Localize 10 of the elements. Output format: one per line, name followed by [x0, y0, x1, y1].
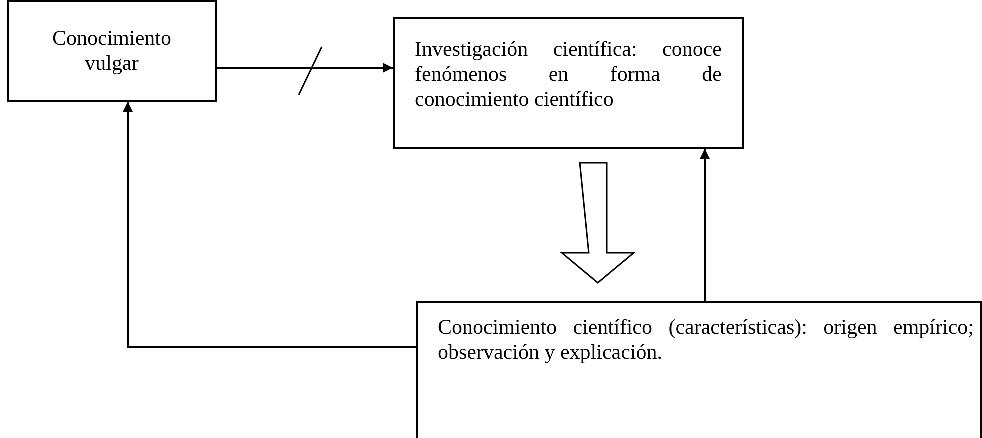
box-text: Conocimiento vulgar	[52, 26, 172, 76]
arrow	[123, 102, 416, 348]
hollow-block-arrow	[560, 162, 636, 284]
process-box	[416, 301, 982, 438]
arrow	[217, 63, 393, 73]
process-box	[393, 17, 744, 149]
box-text: Conocimiento científico (características): origen empírico; observación y explicación.	[438, 315, 974, 365]
box-text: Investigación científica: conoce fenómenos en forma de conocimiento científico	[415, 37, 722, 112]
process-box	[7, 0, 217, 102]
arrow	[700, 149, 710, 301]
